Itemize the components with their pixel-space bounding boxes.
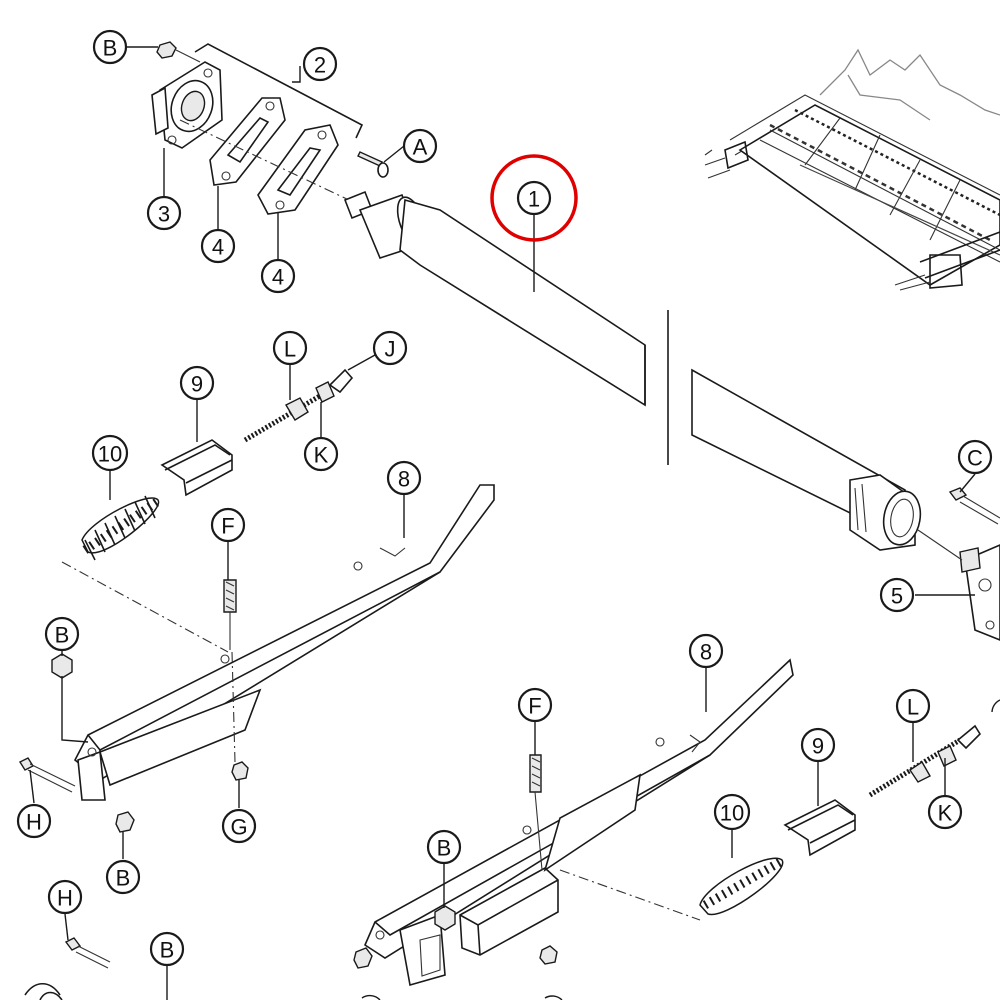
callout-F-left[interactable]: F <box>210 507 246 543</box>
svg-text:B: B <box>116 866 131 891</box>
callout-2[interactable]: 2 <box>302 46 338 82</box>
callout-9-left[interactable]: 9 <box>179 365 215 401</box>
callout-3[interactable]: 3 <box>146 195 182 231</box>
svg-text:B: B <box>437 836 452 861</box>
highlight-circle-callout-1 <box>490 154 578 242</box>
callout-G[interactable]: G <box>221 808 257 844</box>
svg-text:J: J <box>385 337 396 362</box>
callout-B-top[interactable]: B <box>92 29 128 65</box>
conveyor-overview-illustration <box>704 48 1000 291</box>
callout-10-left[interactable]: 10 <box>91 434 129 472</box>
svg-text:K: K <box>938 801 953 826</box>
svg-text:C: C <box>967 446 983 471</box>
callout-L-left[interactable]: L <box>272 330 308 366</box>
svg-text:H: H <box>57 886 73 911</box>
callout-9-right[interactable]: 9 <box>800 727 836 763</box>
drive-shaft-part-1 <box>343 190 922 551</box>
tensioner-arm-left <box>18 368 495 833</box>
callout-A[interactable]: A <box>402 128 438 164</box>
svg-text:B: B <box>55 623 70 648</box>
callout-B-lower-left[interactable]: B <box>105 859 141 895</box>
callout-K-left[interactable]: K <box>303 436 339 472</box>
leader-lines <box>29 46 976 1000</box>
callout-J[interactable]: J <box>372 330 408 366</box>
callout-8-left[interactable]: 8 <box>386 460 422 496</box>
callout-4-first[interactable]: 4 <box>200 228 236 264</box>
svg-text:K: K <box>314 443 329 468</box>
svg-text:L: L <box>907 695 919 720</box>
callout-B-left[interactable]: B <box>44 616 80 652</box>
bearing-assembly <box>151 41 389 215</box>
callout-1[interactable]: 1 <box>516 180 552 216</box>
svg-text:8: 8 <box>700 640 712 665</box>
svg-text:F: F <box>528 694 541 719</box>
callout-B-bottom[interactable]: B <box>149 931 185 967</box>
svg-text:A: A <box>413 135 428 160</box>
callout-B-right-arm[interactable]: B <box>426 829 462 865</box>
tensioner-arm-right <box>24 658 982 1000</box>
callout-8-right[interactable]: 8 <box>688 633 724 669</box>
callout-C[interactable]: C <box>957 439 993 475</box>
spring-part-10-right <box>699 857 784 916</box>
svg-text:B: B <box>160 938 175 963</box>
svg-text:1: 1 <box>528 187 540 212</box>
callout-H-lower[interactable]: H <box>47 879 83 915</box>
svg-text:2: 2 <box>314 53 326 78</box>
svg-text:4: 4 <box>272 265 284 290</box>
svg-text:H: H <box>26 810 42 835</box>
svg-text:9: 9 <box>191 372 203 397</box>
svg-text:3: 3 <box>158 202 170 227</box>
svg-text:9: 9 <box>812 734 824 759</box>
svg-text:B: B <box>103 36 118 61</box>
bearing-part-5 <box>917 487 1000 641</box>
svg-text:10: 10 <box>98 442 122 467</box>
svg-text:F: F <box>221 514 234 539</box>
svg-text:G: G <box>230 815 247 840</box>
svg-text:5: 5 <box>891 584 903 609</box>
callout-H-upper[interactable]: H <box>16 803 52 839</box>
callout-F-right[interactable]: F <box>517 687 553 723</box>
callout-4-second[interactable]: 4 <box>260 258 296 294</box>
callout-5[interactable]: 5 <box>879 577 915 613</box>
svg-text:4: 4 <box>212 235 224 260</box>
callout-10-right[interactable]: 10 <box>713 793 751 831</box>
svg-text:8: 8 <box>398 467 410 492</box>
svg-text:10: 10 <box>720 801 744 826</box>
svg-text:L: L <box>284 337 296 362</box>
callout-K-right[interactable]: K <box>927 794 963 830</box>
spring-part-10-left <box>81 495 163 561</box>
callout-L-right[interactable]: L <box>895 688 931 724</box>
